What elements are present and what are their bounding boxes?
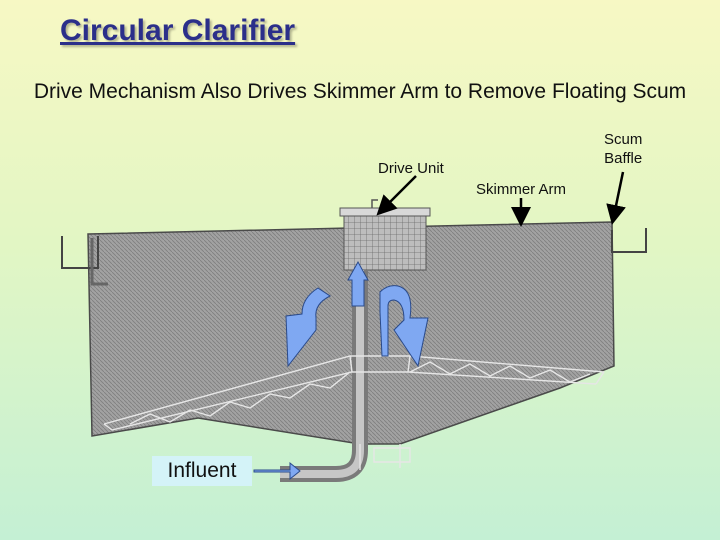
scum-baffle-pointer xyxy=(606,171,626,225)
flow-arrow-right xyxy=(379,285,429,368)
flow-arrow-left xyxy=(285,287,331,368)
influent-label: Influent xyxy=(152,456,252,486)
influent-arrow xyxy=(253,461,301,481)
slide-subtitle: Drive Mechanism Also Drives Skimmer Arm … xyxy=(33,80,687,103)
scum-baffle-label: Scum Baffle xyxy=(604,130,642,168)
drive-unit-pointer xyxy=(376,175,417,216)
skimmer-arm-label: Skimmer Arm xyxy=(476,181,566,198)
center-well-cage xyxy=(343,213,427,271)
tank-wall-right xyxy=(611,228,647,253)
slide-title: Circular Clarifier xyxy=(60,14,296,47)
flow-arrow-up xyxy=(347,260,369,307)
drive-unit-label: Drive Unit xyxy=(378,160,444,177)
tank-wall-left xyxy=(61,236,99,269)
scum-baffle-label-line2: Baffle xyxy=(604,150,643,167)
scum-baffle-label-line1: Scum xyxy=(604,131,643,148)
scraper-truss xyxy=(103,355,605,470)
